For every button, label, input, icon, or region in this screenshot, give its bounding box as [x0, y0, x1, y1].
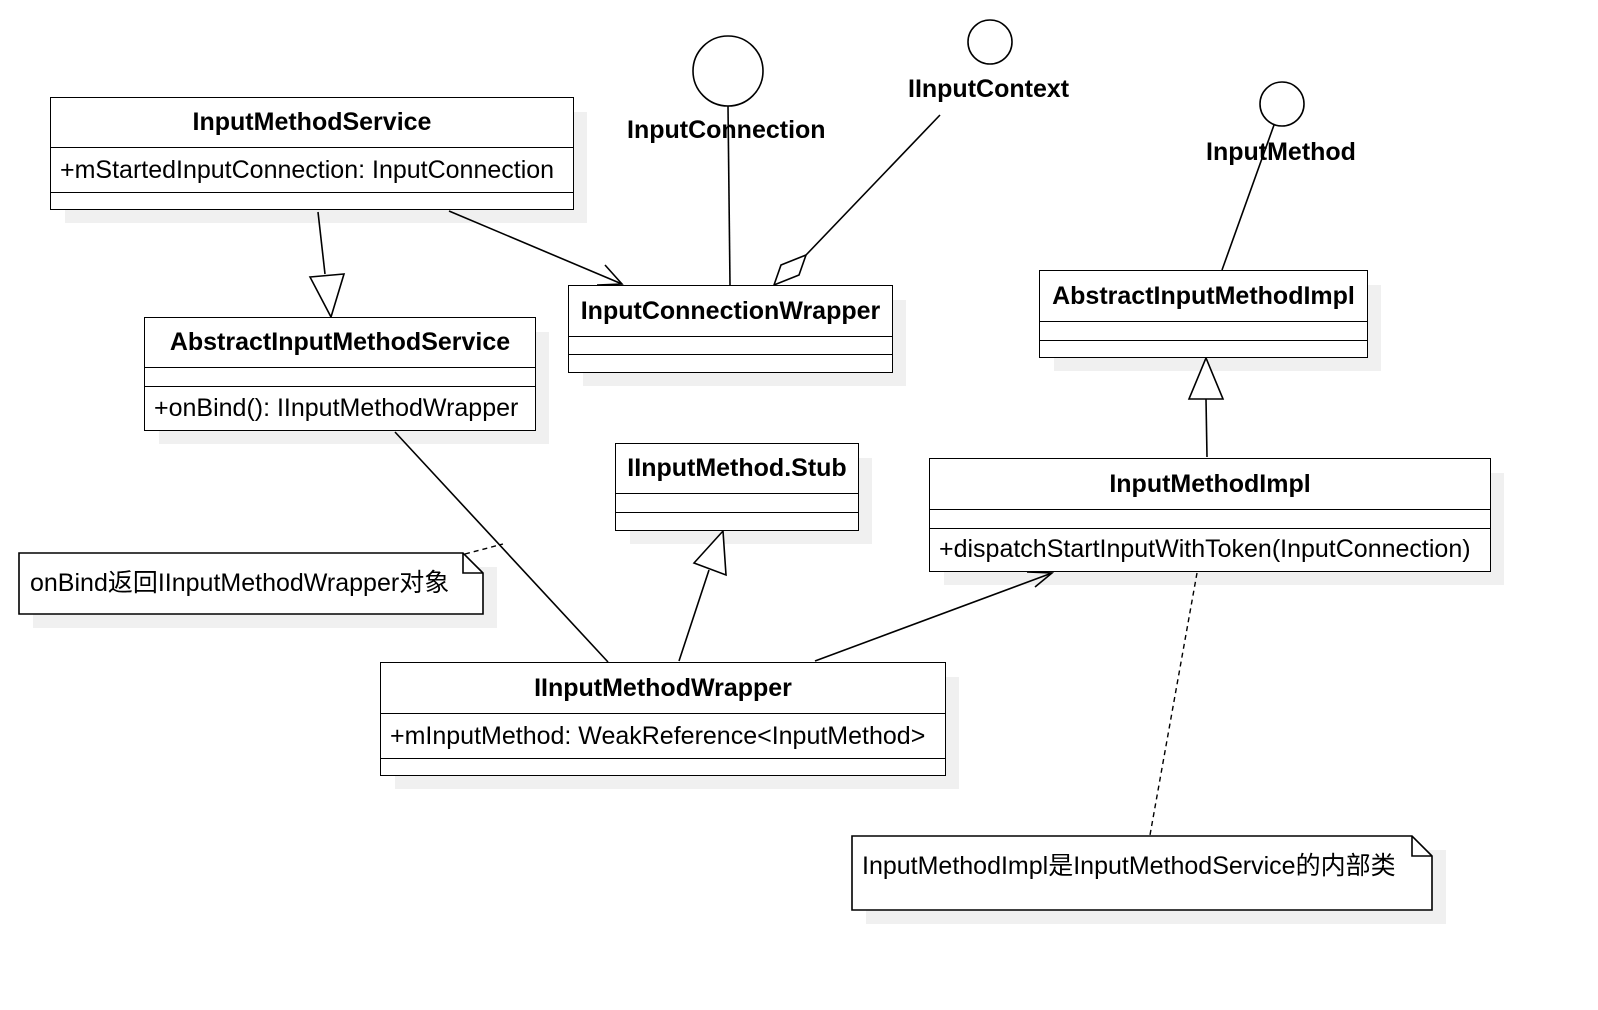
class-name: InputMethodImpl: [930, 459, 1490, 510]
class-attributes: [569, 337, 892, 355]
onbind-note-shape: [18, 552, 484, 615]
input-connection-interface-label: InputConnection: [627, 116, 826, 144]
input-connection-interface-icon: [692, 35, 764, 107]
wrapper-to-impl-line: [814, 572, 1053, 662]
class-operations: [381, 759, 945, 774]
class-attributes: [930, 510, 1490, 529]
class-name: InputMethodService: [51, 98, 573, 148]
association-arrowhead-icon: [1026, 571, 1055, 588]
iinput-method-stub-class[interactable]: IInputMethod.Stub: [615, 443, 859, 531]
service-generalization-line: [317, 211, 326, 275]
input-connection-wrapper-class[interactable]: InputConnectionWrapper: [568, 285, 893, 373]
class-operations: [1040, 341, 1367, 356]
inner-class-note-anchor: [1149, 572, 1198, 836]
class-name: AbstractInputMethodService: [145, 318, 535, 368]
note-fold-icon: [462, 553, 483, 574]
input-connection-realization-line: [727, 105, 731, 286]
iinput-context-aggregation-line: [805, 114, 941, 256]
class-operation: +onBind(): IInputMethodWrapper: [154, 393, 519, 422]
onbind-note-anchor: [464, 543, 504, 555]
class-operation: +dispatchStartInputWithToken(InputConnec…: [939, 535, 1471, 563]
input-method-service-class[interactable]: InputMethodService +mStartedInputConnect…: [50, 97, 574, 210]
iinput-context-interface-label: IInputContext: [908, 75, 1070, 103]
onbind-note-text: onBind返回IInputMethodWrapper对象: [30, 569, 450, 597]
class-name: IInputMethod.Stub: [616, 444, 858, 494]
class-operations: [616, 513, 858, 529]
inner-class-note-shape: [851, 835, 1433, 911]
class-attributes: [145, 368, 535, 387]
aggregation-diamond-icon: [772, 253, 808, 287]
class-attributes: [1040, 322, 1367, 341]
wrapper-generalization-line: [678, 569, 710, 662]
association-arrowhead-icon: [596, 264, 624, 286]
input-method-impl-class[interactable]: InputMethodImpl +dispatchStartInputWithT…: [929, 458, 1491, 572]
generalization-arrow-icon: [1187, 355, 1225, 400]
inner-class-note-text: InputMethodImpl是InputMethodService的内部类: [862, 852, 1396, 880]
generalization-arrow-icon: [308, 273, 346, 320]
onbind-dependency-line: [394, 431, 609, 663]
abstract-input-method-impl-class[interactable]: AbstractInputMethodImpl: [1039, 270, 1368, 358]
note-fold-icon: [1411, 836, 1432, 857]
class-attribute: +mStartedInputConnection: InputConnectio…: [51, 148, 573, 193]
iinput-context-interface-icon: [967, 19, 1013, 65]
input-method-interface-icon: [1259, 81, 1305, 127]
class-operations: [569, 355, 892, 371]
service-to-connection-wrapper-line: [448, 210, 623, 285]
generalization-arrow-icon: [692, 529, 727, 577]
iinput-method-wrapper-class[interactable]: IInputMethodWrapper +mInputMethod: WeakR…: [380, 662, 946, 776]
class-attribute: +mInputMethod: WeakReference<InputMethod…: [381, 714, 945, 759]
impl-generalization-line: [1205, 398, 1208, 458]
input-method-realization-line: [1221, 124, 1275, 271]
class-operations: [51, 193, 573, 209]
class-attributes: [616, 494, 858, 513]
class-name: AbstractInputMethodImpl: [1040, 271, 1367, 322]
class-name: IInputMethodWrapper: [381, 663, 945, 714]
class-name: InputConnectionWrapper: [569, 286, 892, 337]
input-method-interface-label: InputMethod: [1206, 138, 1356, 166]
abstract-input-method-service-class[interactable]: AbstractInputMethodService +onBind(): II…: [144, 317, 536, 431]
